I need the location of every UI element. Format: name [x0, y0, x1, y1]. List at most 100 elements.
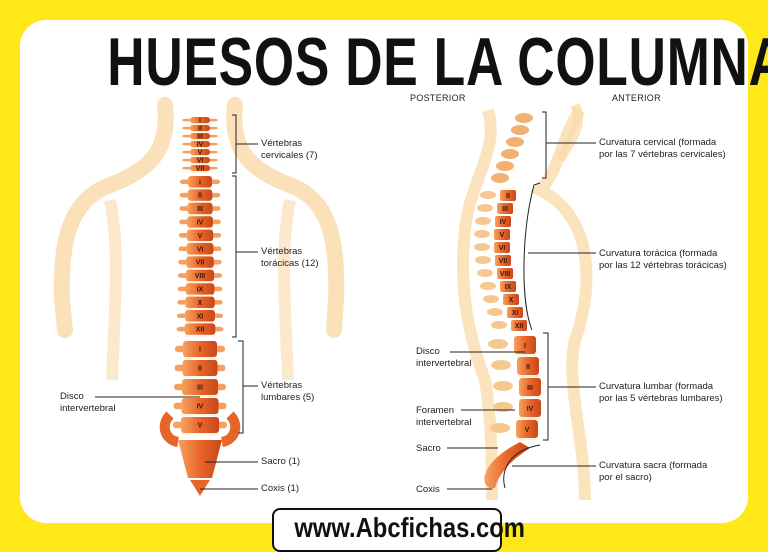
vertebra-numeral: II	[198, 366, 202, 373]
spinous-process	[483, 295, 499, 303]
lateral-lumbar-vertebra	[516, 420, 538, 438]
spinous-process	[487, 308, 503, 316]
lateral-thoracic-vertebra	[497, 203, 513, 214]
spinous-process	[475, 217, 491, 225]
lateral-thoracic-vertebra	[500, 281, 516, 292]
lateral-cervical-vertebra	[501, 149, 519, 159]
thoracic-vertebra	[187, 216, 213, 228]
vertebra-numeral: III	[502, 206, 508, 213]
lateral-thoracic-vertebra	[495, 255, 511, 266]
vertebra-numeral: VII	[499, 258, 508, 265]
spinous-process	[488, 339, 508, 349]
spinous-process	[474, 243, 490, 251]
lateral-lumbar-vertebra	[514, 336, 536, 354]
vertebra-numeral: IV	[197, 219, 204, 226]
intervertebral-disc	[181, 414, 219, 416]
lateral-thoracic-vertebra	[503, 294, 519, 305]
lumbar-vertebra	[181, 417, 219, 433]
vertebra-numeral: III	[527, 385, 533, 392]
intervertebral-disc	[516, 438, 538, 441]
thoracic-vertebra	[186, 243, 214, 255]
intervertebral-disc	[188, 187, 212, 190]
lateral-lumbar-vertebra	[519, 378, 541, 396]
pelvis-wing	[159, 411, 241, 447]
spinous-process	[475, 256, 491, 264]
intervertebral-disc	[185, 294, 215, 297]
spinous-process	[491, 321, 507, 329]
intervertebral-disc	[187, 214, 213, 217]
spinous-process	[480, 282, 496, 290]
vertebra-numeral: VI	[499, 245, 506, 252]
thoracic-vertebra	[185, 283, 215, 295]
intervertebral-disc	[181, 433, 219, 435]
lateral-cervical-vertebra	[496, 161, 514, 171]
vertebra-numeral: X	[509, 297, 514, 304]
lateral-thoracic-vertebra	[511, 320, 527, 331]
vertebra-numeral: II	[198, 193, 202, 200]
vertebra-numeral: IV	[197, 142, 204, 149]
vertebra-numeral: II	[506, 193, 510, 200]
website-badge[interactable]: www.Abcfichas.com	[272, 508, 525, 552]
leader-lines	[95, 111, 596, 490]
vertebra-numeral: XII	[515, 323, 524, 330]
lumbar-vertebra	[183, 341, 217, 357]
intervertebral-disc	[190, 171, 210, 174]
lateral-lumbar-vertebra	[517, 357, 539, 375]
spinous-process	[491, 360, 511, 370]
spinous-process	[490, 423, 510, 433]
lateral-thoracic-vertebra	[495, 216, 511, 227]
spinous-process	[477, 204, 493, 212]
lumbar-vertebra	[182, 360, 218, 376]
content-panel	[20, 20, 748, 523]
coccyx-bone	[190, 480, 210, 496]
vertebra-numeral: III	[197, 134, 203, 141]
vertebra-numeral: I	[199, 179, 201, 186]
vertebra-numeral: IV	[527, 406, 534, 413]
spinous-process	[474, 230, 490, 238]
label-sacrum: Sacro (1)	[261, 456, 301, 467]
thoracic-vertebra	[187, 202, 213, 215]
thoracic-vertebra	[185, 310, 215, 322]
intervertebral-disc	[185, 281, 215, 284]
intervertebral-disc	[183, 357, 217, 359]
spinous-process	[480, 191, 496, 199]
vertebra-numeral: IX	[505, 284, 512, 291]
thoracic-vertebra	[185, 269, 215, 282]
cervical-vertebra	[190, 157, 210, 164]
vertebra-numeral: VI	[197, 158, 204, 165]
vertebra-numeral: VIII	[195, 273, 206, 280]
thoracic-vertebra	[185, 296, 215, 309]
side-body-silhouette	[456, 106, 593, 501]
spinous-process	[493, 381, 513, 391]
website-link[interactable]: www.Abcfichas.com	[294, 512, 525, 543]
intervertebral-disc	[514, 354, 536, 357]
vertebra-numeral: III	[197, 206, 203, 213]
intervertebral-disc	[517, 375, 539, 378]
sacrum-bone	[178, 440, 222, 478]
lateral-cervical-vertebra	[515, 113, 533, 123]
thoracic-vertebra	[187, 189, 213, 201]
intervertebral-disc	[190, 163, 210, 166]
cervical-vertebra	[190, 133, 210, 140]
label-lateral-coccyx: Coxis	[416, 484, 440, 495]
cervical-vertebra	[190, 117, 210, 124]
intervertebral-disc	[190, 123, 210, 126]
heading-posterior: POSTERIOR	[410, 93, 466, 103]
vertebra-numeral: II	[526, 364, 530, 371]
thoracic-vertebra	[186, 229, 214, 242]
vertebra-numeral: VII	[196, 166, 205, 173]
intervertebral-disc	[186, 267, 214, 270]
vertebra-numeral: V	[525, 427, 530, 434]
vertebra-numeral: V	[500, 232, 505, 239]
vertebra-numeral: I	[524, 343, 526, 350]
intervertebral-disc	[185, 321, 215, 324]
lumbar-vertebra	[182, 379, 218, 395]
